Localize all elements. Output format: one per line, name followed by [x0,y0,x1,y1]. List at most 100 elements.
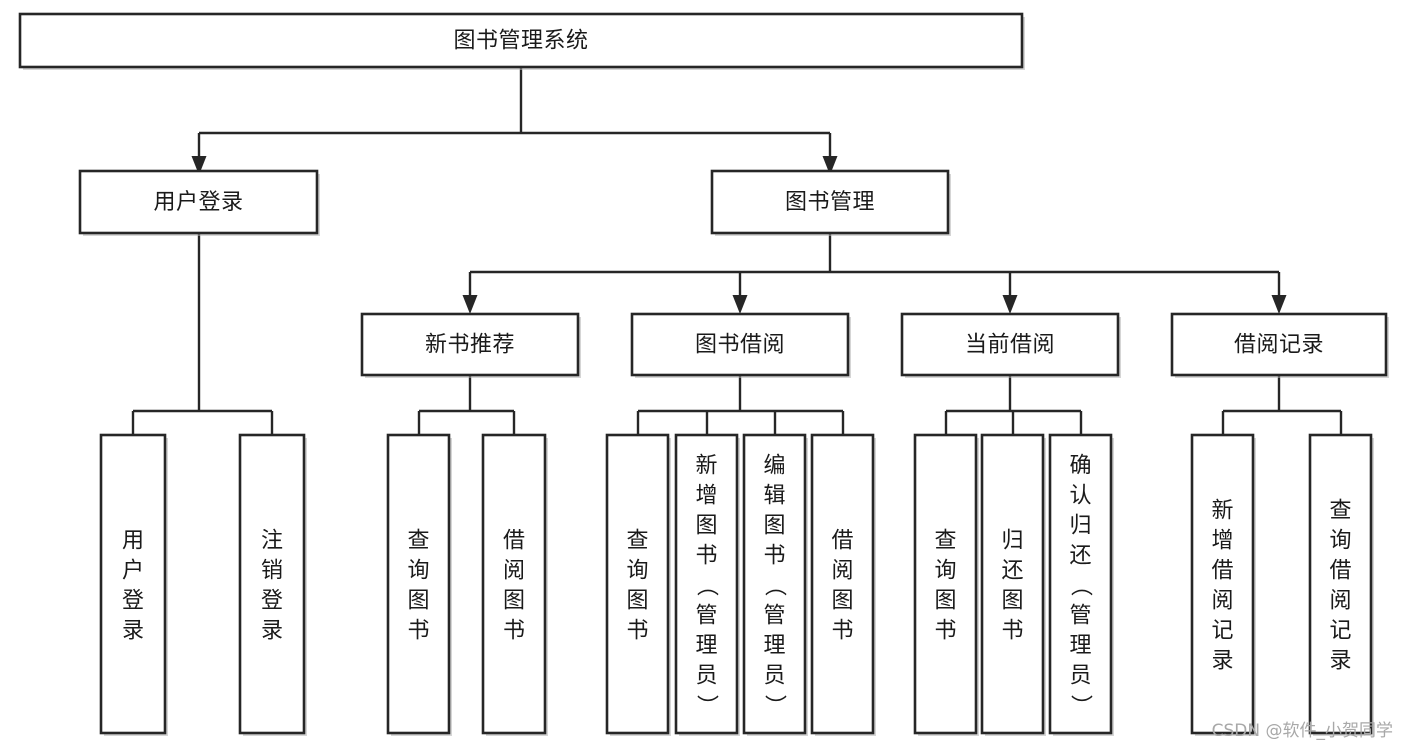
node-label-char: 图 [626,588,648,613]
node-box[interactable] [742,433,807,735]
watermark-label: CSDN @软件_小贺同学 [1211,721,1393,741]
node-box[interactable] [18,12,1024,69]
node-label-char: 图 [934,588,956,613]
node-label-char: 图 [695,513,717,538]
node-label-char: 书 [503,618,525,643]
node-label-char: 图 [831,588,853,613]
node-box[interactable] [810,433,875,735]
node-box[interactable] [386,433,451,735]
node-box[interactable] [1048,433,1113,735]
node-label-char: 记 [1211,618,1233,643]
node-box[interactable] [913,433,978,735]
node-user-login[interactable]: 用户登录 [78,169,320,236]
node-label: 图书管理系统 [453,29,588,54]
node-box[interactable] [674,433,739,735]
node-label-char: 确 [1069,453,1091,478]
node-label-char: 书 [831,618,853,643]
node-label-char: 录 [1211,648,1233,673]
node-box[interactable] [980,433,1045,735]
node-label-char: 询 [626,558,648,583]
arrow-head-icon [1271,295,1287,314]
node-label-char: 询 [407,558,429,583]
node-label-char: 登 [261,588,283,613]
node-label-char: 图 [503,588,525,613]
node-label-char: 员 [763,663,785,688]
connector-group-bookmanage-to-level3 [462,233,1287,314]
node-label-char: 用 [122,528,144,553]
node-label-char: 录 [122,618,144,643]
node-box[interactable] [710,169,950,235]
node-root[interactable]: 图书管理系统 [18,12,1025,70]
node-box[interactable] [99,433,167,735]
node-box[interactable] [900,312,1120,377]
node-box[interactable] [360,312,580,377]
node-label-char: 阅 [1329,588,1351,613]
node-label-char: 认 [1069,483,1091,508]
node-label-char: 录 [1329,648,1351,673]
node-label-char: （ [1068,574,1093,596]
node-box[interactable] [630,312,850,377]
node-borrow-record[interactable]: 借阅记录 [1170,312,1389,378]
node-box[interactable] [605,433,670,735]
node-label-char: 还 [1001,558,1023,583]
node-label-char: 增 [695,483,717,508]
node-current-borrow[interactable]: 当前借阅 [900,312,1121,378]
node-label-char: 员 [695,663,717,688]
node-label-char: 管 [1069,603,1091,628]
node-label-char: （ [762,574,787,596]
arrow-head-icon [732,295,748,314]
node-label: 图书借阅 [695,333,785,358]
node-box[interactable] [1170,312,1388,377]
node-label: 当前借阅 [965,333,1055,358]
node-box[interactable] [1308,433,1373,735]
node-label-char: ） [1068,694,1093,716]
node-label-char: 书 [934,618,956,643]
node-label-char: 借 [503,528,525,553]
node-box[interactable] [78,169,319,235]
node-label-char: 管 [695,603,717,628]
node-label-char: 辑 [763,483,785,508]
node-book-manage[interactable]: 图书管理 [710,169,951,236]
node-label-char: 借 [1211,558,1233,583]
node-label-char: 图 [763,513,785,538]
node-label-char: 归 [1001,528,1023,553]
node-label-char: 注 [261,528,283,553]
connector-edges-layer [125,67,1349,453]
node-label-char: 管 [763,603,785,628]
node-label-char: 阅 [831,558,853,583]
node-box[interactable] [238,433,306,735]
node-label-char: 归 [1069,513,1091,538]
node-label-char: 新 [1211,498,1233,523]
node-label-char: 理 [1069,633,1091,658]
node-label-char: 询 [934,558,956,583]
node-label: 新书推荐 [425,333,515,358]
node-box[interactable] [481,433,547,735]
node-book-borrow[interactable]: 图书借阅 [630,312,851,378]
node-box[interactable] [1190,433,1255,735]
node-new-book-rec[interactable]: 新书推荐 [360,312,581,378]
node-label-char: 理 [695,633,717,658]
node-label-char: 录 [261,618,283,643]
node-label-char: 员 [1069,663,1091,688]
node-label-char: ） [762,694,787,716]
node-label-char: ） [694,694,719,716]
connector-group-booklogin-to-leaves [125,233,280,453]
node-label-char: 阅 [1211,588,1233,613]
node-leaf-user-login[interactable]: 用户登录 [99,433,168,736]
node-label-char: 图 [1001,588,1023,613]
node-label-char: 阅 [503,558,525,583]
node-label-char: 书 [1001,618,1023,643]
node-label: 用户登录 [153,190,243,215]
